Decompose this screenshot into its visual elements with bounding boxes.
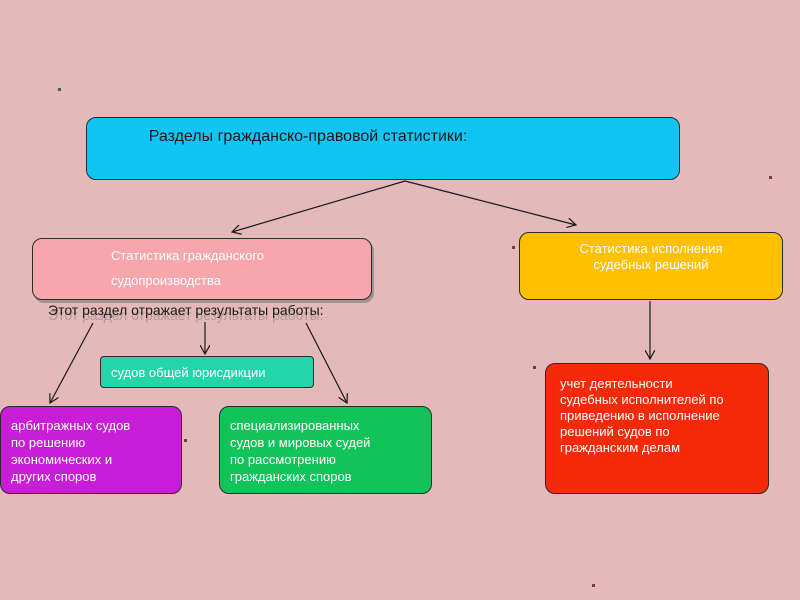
bailiffs-label-line5: гражданским делам [560,440,681,455]
specialized-courts-node: специализированных судов и мировых судей… [219,406,432,494]
bailiffs-activity-node: учет деятельности судебных исполнителей … [545,363,769,494]
bailiffs-label-line1: учет деятельности [560,376,673,391]
specialized-label-line2: судов и мировых судей [230,435,371,450]
arbitration-label-line1: арбитражных судов [11,418,131,433]
arbitration-label-line4: других споров [11,469,97,484]
arrow-note-to-specialized [305,322,347,403]
decorative-dot [58,88,61,91]
decorative-dot [533,366,536,369]
decorative-dot [184,439,187,442]
arbitration-label-line2: по решению [11,435,86,450]
civil-proceedings-label-line2: судопроизводства [111,273,221,288]
bailiffs-label-line2: судебных исполнителей по [560,392,724,407]
root-node: Разделы гражданско-правовой статистики: [86,117,680,180]
arrow-root-to-civil [232,180,406,232]
specialized-label-line4: гражданских споров [230,469,352,484]
specialized-label-line1: специализированных [230,418,360,433]
execution-label-line2: судебных решений [593,257,709,272]
arbitration-courts-node: арбитражных судов по решению экономическ… [0,406,182,494]
execution-label-line1: Статистика исполнения [579,241,723,256]
arbitration-label-line3: экономических и [11,452,113,467]
general-courts-label: судов общей юрисдикции [111,365,266,380]
root-node-label: Разделы гражданско-правовой статистики: [148,128,468,145]
civil-proceedings-label-line1: Статистика гражданского [111,248,265,263]
bailiffs-label-line3: приведению в исполнение [560,408,720,423]
bailiffs-label-line4: решений судов по [560,424,670,439]
arrow-root-to-execution [404,180,576,225]
civil-proceedings-node: Статистика гражданского судопроизводства [32,238,372,300]
arrow-note-to-arbitration [50,322,94,403]
section-note: Этот раздел отражает результаты работы: [48,302,324,318]
decorative-dot [592,584,595,587]
specialized-label-line3: по рассмотрению [230,452,336,467]
decorative-dot [769,176,772,179]
court-decisions-execution-node: Статистика исполнения судебных решений [519,232,783,300]
decorative-dot [512,246,515,249]
general-jurisdiction-courts-node: судов общей юрисдикции [100,356,314,388]
